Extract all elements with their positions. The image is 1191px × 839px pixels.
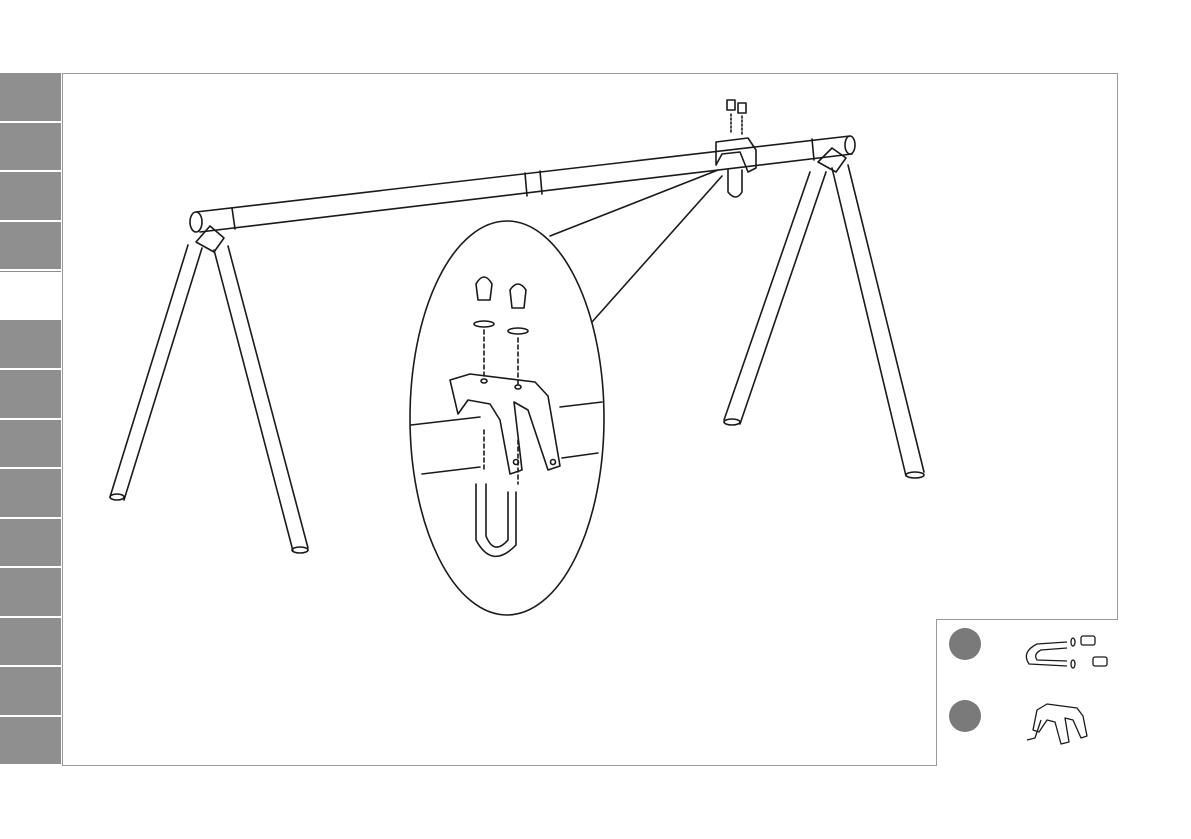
detail-callout <box>410 221 604 615</box>
right-rear-leg <box>832 165 924 476</box>
hanger-bracket <box>450 374 560 474</box>
beam-end-left <box>190 212 202 232</box>
beam-end-right <box>845 136 855 154</box>
top-beam-upper-edge <box>196 136 850 212</box>
right-front-leg <box>724 172 826 424</box>
left-front-leg <box>110 245 202 500</box>
parts-list-drawings <box>937 620 1119 767</box>
u-bolt <box>476 484 516 556</box>
swing-hanger-bracket-icon <box>1027 704 1087 744</box>
small-u-bolt <box>728 170 742 197</box>
part-number-badge-2 <box>949 700 981 732</box>
parts-list-panel <box>936 619 1118 766</box>
left-rear-leg <box>214 246 308 551</box>
u-bolt-with-nuts-icon <box>1026 636 1107 668</box>
